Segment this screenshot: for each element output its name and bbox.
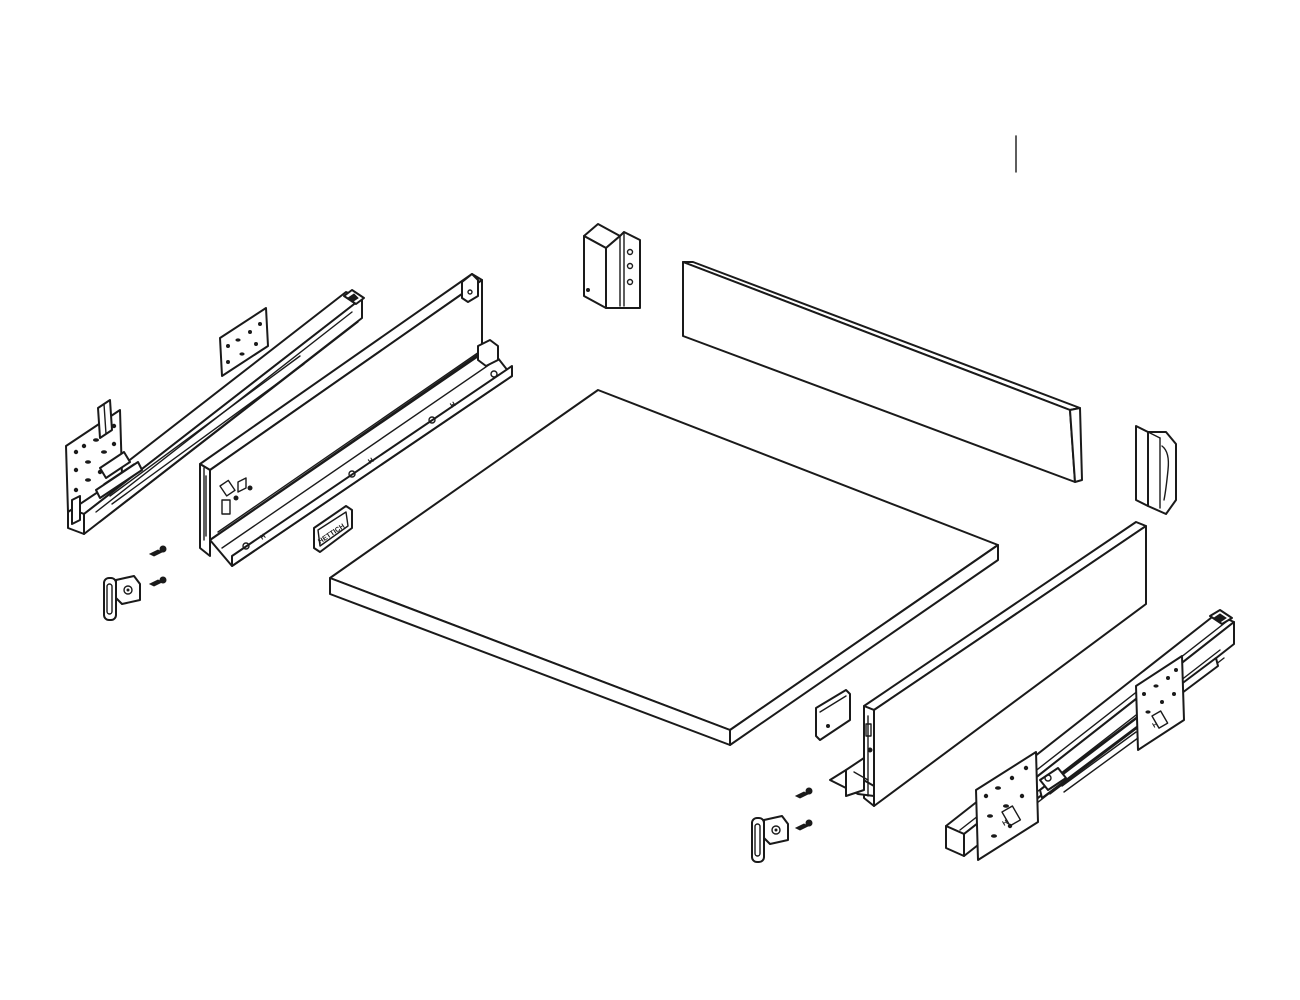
left-back-bracket — [583, 223, 641, 309]
right-screw-lower — [794, 819, 813, 831]
right-runner: H H — [945, 609, 1235, 861]
left-screw-lower — [148, 576, 167, 587]
svg-text:H: H — [1002, 819, 1010, 828]
svg-text:H: H — [449, 401, 457, 410]
left-drawer-side: H H H — [199, 273, 513, 567]
right-front-clip — [751, 815, 789, 863]
right-drawer-side — [829, 521, 1147, 807]
left-runner — [65, 289, 365, 535]
drawer-back-panel — [682, 261, 1083, 483]
svg-text:H: H — [259, 533, 267, 542]
right-back-bracket — [1135, 425, 1177, 515]
brand-plate: HETTICH — [313, 505, 353, 553]
right-cover-plate — [815, 689, 851, 741]
svg-text:H: H — [367, 457, 375, 466]
drawer-bottom-panel — [329, 389, 999, 746]
left-screw-upper — [148, 545, 167, 557]
svg-text:H: H — [1152, 721, 1160, 730]
left-front-clip — [103, 575, 141, 621]
right-screw-upper — [794, 787, 813, 799]
